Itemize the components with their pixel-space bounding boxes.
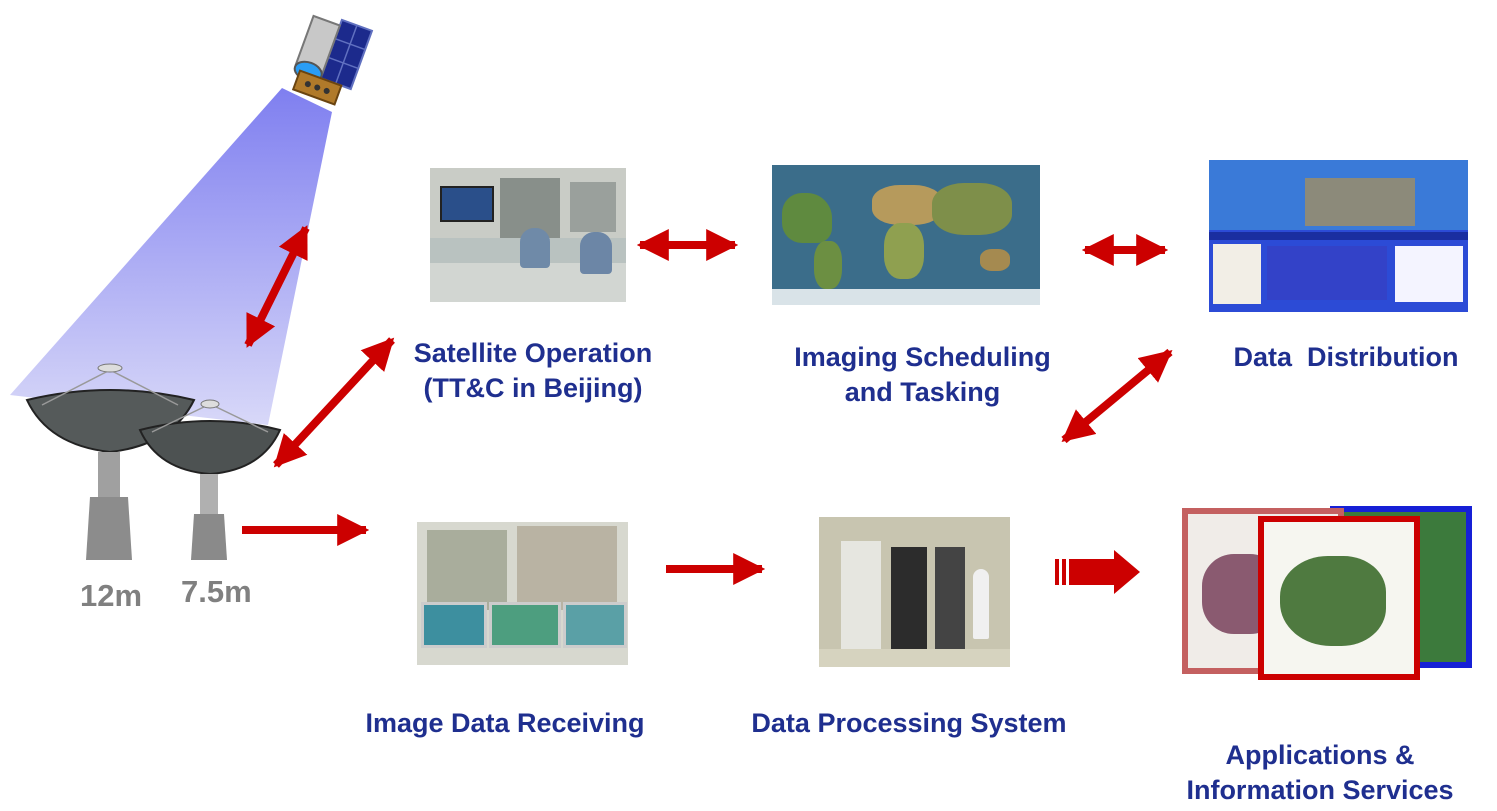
data-distribution-line1: Data Distribution xyxy=(1233,342,1459,372)
arrow-distribution-processing xyxy=(1061,348,1173,444)
data-distribution-label: Data Distribution xyxy=(1200,340,1492,375)
applications-line1: Applications & xyxy=(1225,740,1415,770)
satellite-icon xyxy=(291,14,374,106)
arrow-antenna-operation xyxy=(273,337,395,468)
antenna-12m-label: 12m xyxy=(80,578,143,613)
imaging-scheduling-line2: and Tasking xyxy=(844,377,1001,408)
arrow-satellite-antenna xyxy=(244,225,310,348)
server-room-photo xyxy=(819,517,1010,667)
world-map-photo xyxy=(772,165,1040,305)
satellite-operation-line2: (TT&C in Beijing) xyxy=(423,373,643,404)
antenna-dish-icon xyxy=(25,363,282,560)
image-receiving-line1: Image Data Receiving xyxy=(365,708,645,738)
antenna-7-5m-label: 7.5m xyxy=(181,574,252,609)
arrow-processing-applications xyxy=(1055,550,1140,594)
data-processing-label: Data Processing System xyxy=(720,706,1098,741)
control-room-photo xyxy=(430,168,626,302)
applications-line2: Information Services xyxy=(1186,775,1454,806)
imaging-scheduling-label: Imaging Scheduling and Tasking xyxy=(765,340,1080,410)
applications-label: Applications & Information Services xyxy=(1160,738,1480,808)
imaging-scheduling-line1: Imaging Scheduling xyxy=(794,342,1051,372)
data-processing-line1: Data Processing System xyxy=(751,708,1067,738)
equipment-racks-photo xyxy=(417,522,628,665)
map-products-photo xyxy=(1180,504,1472,680)
satellite-operation-label: Satellite Operation (TT&C in Beijing) xyxy=(383,336,683,406)
image-receiving-label: Image Data Receiving xyxy=(345,706,665,741)
satellite-operation-line1: Satellite Operation xyxy=(413,338,653,368)
website-screenshot xyxy=(1209,160,1468,312)
